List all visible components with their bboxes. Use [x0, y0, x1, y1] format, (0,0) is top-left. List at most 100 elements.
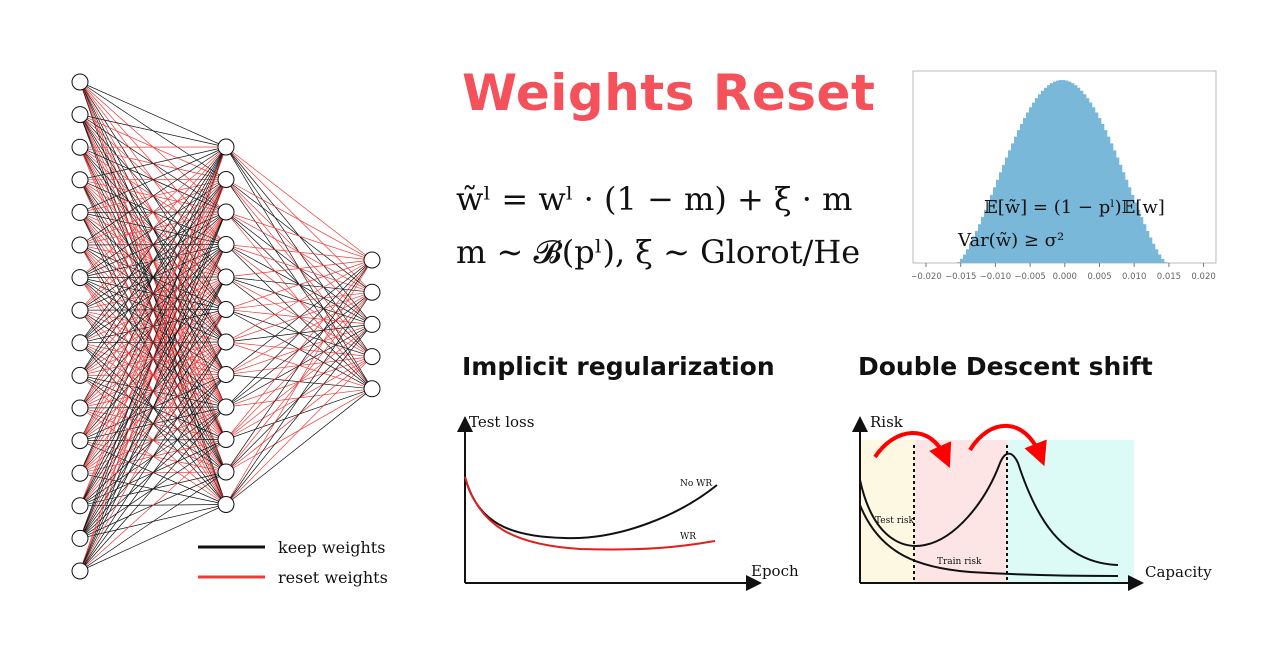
legend-reset-label: reset weights [278, 568, 388, 587]
network-edge [225, 259, 373, 473]
histogram-bar [1008, 150, 1012, 263]
histogram-tick-label: −0.015 [945, 272, 976, 282]
network-node [363, 380, 381, 398]
network-node [71, 497, 89, 515]
histogram-bar [1062, 80, 1066, 263]
histogram-bar [1164, 262, 1168, 263]
network-node [71, 73, 89, 91]
network-node [217, 398, 235, 416]
implicit-regularization-title: Implicit regularization [462, 352, 775, 381]
network-node [71, 106, 89, 124]
network-edge [79, 146, 227, 572]
network-edge [225, 259, 373, 310]
histogram-bar [1050, 83, 1054, 264]
network-node [217, 496, 235, 513]
histogram-bar [1080, 90, 1084, 263]
histogram-bar [1071, 83, 1075, 264]
network-edge [79, 504, 227, 572]
histogram-bar [1128, 187, 1132, 263]
network-edge [225, 146, 373, 261]
histogram-bar [1119, 164, 1123, 263]
network-edge [225, 259, 373, 375]
network-node [363, 348, 381, 366]
network-edge [79, 146, 227, 246]
histogram-bar [972, 237, 976, 263]
histogram-bar [1086, 98, 1090, 264]
double-descent-chart: Risk Capacity Test risk Train risk [852, 413, 1212, 591]
network-edge [79, 146, 227, 181]
histogram-bar [1149, 237, 1153, 263]
histogram-tick-label: −0.020 [912, 272, 942, 282]
histogram-bar [1032, 102, 1036, 263]
network-edge [79, 146, 227, 311]
implicit-regularization-chart: Test loss Epoch No WR WR [457, 413, 799, 591]
histogram-bar [966, 249, 970, 263]
network-node [71, 366, 89, 384]
histogram-bar [1065, 80, 1069, 263]
network-node [217, 138, 235, 156]
network-node [363, 315, 381, 333]
network-edge [225, 179, 373, 261]
network-edge [225, 292, 373, 505]
network-node [71, 562, 89, 580]
histogram-bar [957, 262, 961, 263]
network-edge [225, 259, 373, 408]
histogram-bar [1107, 136, 1111, 263]
histogram-bar [1023, 118, 1027, 263]
network-edge [79, 179, 227, 572]
network-node [217, 301, 235, 318]
wr-curve [464, 476, 716, 551]
network-edge [79, 244, 227, 572]
legend-keep-label: keep weights [278, 538, 385, 557]
histogram-bar [1083, 94, 1087, 264]
network-edge [79, 114, 227, 148]
network-edge [79, 146, 227, 409]
network-edge [225, 211, 373, 261]
histogram-bar [1002, 164, 1006, 263]
formula-line-1: w̃ˡ = wˡ · (1 − m) + ξ · m [456, 180, 853, 218]
histogram-bar [1074, 85, 1078, 263]
network-node [71, 269, 89, 287]
histogram-bar [1005, 157, 1009, 263]
region-underfit [860, 440, 915, 583]
histogram-bar [969, 243, 973, 263]
network-edges [79, 81, 373, 572]
network-edge [79, 146, 227, 213]
shift-arrow-2 [968, 423, 1047, 467]
histogram-tick-label: −0.005 [1014, 272, 1045, 282]
network-node [217, 236, 235, 253]
histogram-bar [1116, 157, 1120, 263]
test-risk-curve [859, 452, 1119, 566]
shift-arrow-1 [873, 431, 952, 468]
histogram-bar [1089, 102, 1093, 263]
network-edge [79, 406, 227, 572]
network-edge [79, 374, 227, 572]
network-node [217, 171, 235, 188]
network-edge [79, 439, 227, 572]
histogram-bar [1143, 224, 1147, 263]
variance-label: Var(w̃) ≥ σ² [957, 230, 1064, 251]
region-overparam [1007, 440, 1134, 583]
histogram-bar [1140, 217, 1144, 263]
network-edge [79, 146, 227, 506]
double-descent-title: Double Descent shift [858, 352, 1153, 381]
x-axis-label: Capacity [1145, 563, 1212, 581]
histogram-bar [1146, 231, 1150, 263]
histogram-bar [1029, 107, 1033, 263]
network-nodes [71, 73, 381, 580]
histogram-bar [1047, 85, 1051, 263]
train-risk-label: Train risk [937, 557, 982, 567]
histogram-bar [993, 187, 997, 263]
histogram-bar [1161, 258, 1165, 263]
histogram-bar [990, 194, 994, 263]
network-node [71, 334, 89, 352]
histogram-bar [999, 172, 1003, 263]
histogram-bar [1020, 123, 1024, 263]
train-risk-curve [859, 504, 1119, 577]
network-node [71, 399, 89, 417]
network-node [71, 529, 89, 547]
histogram-bar [963, 254, 967, 263]
network-edge [79, 146, 227, 539]
network-edge [225, 259, 373, 343]
